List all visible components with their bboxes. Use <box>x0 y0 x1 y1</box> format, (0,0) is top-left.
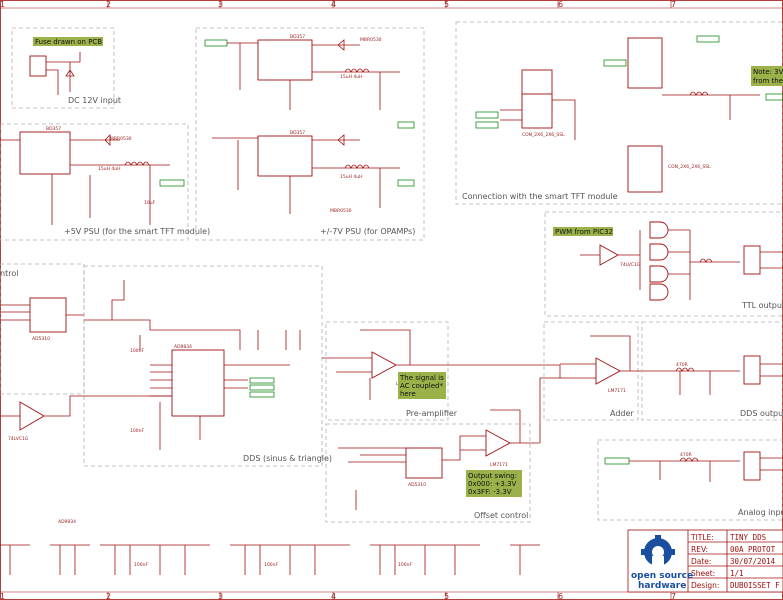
ruler-bottom-col-7: 7 <box>671 592 676 600</box>
psu5-inductor-label: 15uH 4uH <box>98 166 121 172</box>
ruler-top: 1 2 3 4 5 6 7 <box>0 0 676 9</box>
tft-connector1-label: CON_2X6_2X6_SSL <box>522 132 565 138</box>
adder-op-label: LM7171 <box>608 388 626 394</box>
block-psu7: BD357 15uH 4uH MBR0530 BD357 15uH 4uH MB… <box>195 27 425 241</box>
ruler-col-1: 1 <box>0 0 5 9</box>
block-psu5: BD357 15uH 4uH MBR0530 10uF +5V PSU (for… <box>0 123 210 241</box>
decoupling-chip-label: AD9834 <box>58 519 76 525</box>
ruler-bottom: 1 2 3 4 5 6 7 <box>0 592 676 600</box>
block-control: ntrol AD5310 <box>0 263 85 395</box>
psu5-diode-label: MBR0530 <box>110 136 132 142</box>
block-dds-out: 470R DDS output <box>641 321 783 421</box>
ruler-bottom-col-1: 1 <box>0 592 5 600</box>
note-3v-line1: Note: 3V <box>753 68 783 76</box>
offset-title: Offset control <box>474 511 528 520</box>
ruler-bottom-col-4: 4 <box>331 592 336 600</box>
control-title: ntrol <box>0 269 18 278</box>
tb-sheet-label: Sheet: <box>691 569 715 578</box>
tb-sheet: 1/1 <box>730 569 744 578</box>
fuse-note-bg <box>33 37 103 46</box>
psu7-inductor2-label: 15uH 4uH <box>340 174 363 180</box>
swing-note-line2: 0x000: +3.3V <box>468 480 517 488</box>
ruler-col-3: 3 <box>218 0 223 9</box>
psu7-diode2-label: MBR0530 <box>330 208 352 214</box>
ruler-col-7: 7 <box>671 0 676 9</box>
tft-connector2-label: CON_2X6_2X6_SSL <box>668 164 711 170</box>
dds-osc-label: 74LVC1G <box>8 436 29 442</box>
psu7-diode1-label: MBR0530 <box>360 37 382 43</box>
block-dc-input: Fuse drawn on PCB DC 12V input <box>11 27 121 109</box>
logo-line2: hardware <box>638 581 686 591</box>
psu5-title: +5V PSU (for the smart TFT module) <box>64 227 210 236</box>
ruler-bottom-col-2: 2 <box>106 592 111 600</box>
ruler-col-2: 2 <box>106 0 111 9</box>
swing-note-line1: Output swing: <box>468 472 517 480</box>
fuse-note: Fuse drawn on PCB <box>35 38 102 46</box>
dds-chip-label: AD9834 <box>174 344 192 350</box>
ruler-bottom-col-5: 5 <box>444 592 449 600</box>
psu7-reg2-label: BD357 <box>290 130 305 136</box>
note-3v-line2: from the <box>753 77 783 85</box>
pwm-note-bg <box>553 227 613 236</box>
oshw-logo-icon <box>641 535 675 566</box>
psu5-cap-label: 10uF <box>144 200 156 206</box>
psu7-reg1-label: BD357 <box>290 34 305 40</box>
block-analog-in: 470R Analog input <box>597 439 783 521</box>
offset-op-label: LM7171 <box>490 462 508 468</box>
tb-title-label: TITLE: <box>690 533 714 542</box>
swing-note-bg <box>466 470 522 497</box>
ac-note-line1: The signal is <box>399 374 444 382</box>
block-tft: CON_2X6_2X6_SSL CON_2X6_2X6_SSL Note: 3V… <box>455 21 783 205</box>
tb-rev: 00A PROTOT <box>730 545 776 554</box>
block-adder: LM7171 Adder <box>440 321 660 443</box>
tb-date: 30/07/2014 <box>730 557 776 566</box>
tb-rev-label: REV: <box>691 545 708 554</box>
block-preamp: LM7171 The signal is AC coupled* here Pr… <box>322 321 458 421</box>
decoupling-cap2-label: 100nF <box>264 562 278 568</box>
psu7-inductor1-label: 15uH 4uH <box>340 74 363 80</box>
block-dds: AD9834 100nF 100nF 74LVC1G DDS (sinus & … <box>0 265 332 467</box>
dds-out-title: DDS output <box>740 409 783 418</box>
swing-note-line3: 0x3FF: -3.3V <box>468 488 512 496</box>
psu5-reg-label: BD357 <box>46 126 61 132</box>
tb-date-label: Date: <box>691 557 711 566</box>
tb-design-label: Design: <box>691 581 719 590</box>
ruler-bottom-col-6: 6 <box>558 592 563 600</box>
ruler-bottom-col-3: 3 <box>218 592 223 600</box>
tft-title: Connection with the smart TFT module <box>462 192 618 201</box>
block-offset: AD5310 LM7171 Output swing: 0x000: +3.3V… <box>325 409 540 523</box>
ttl-title: TTL output <box>741 301 783 310</box>
note-3v-bg <box>751 66 783 86</box>
ruler-col-4: 4 <box>331 0 336 9</box>
adder-title: Adder <box>610 409 634 418</box>
decoupling-row: AD9834 100nF 100nF 100nF <box>0 519 540 575</box>
pwm-note: PWM from PIC32 <box>555 228 613 236</box>
tb-title: TINY DDS <box>730 533 767 542</box>
logo-line1: open source <box>631 571 693 581</box>
dds-out-res-label: 470R <box>676 362 688 368</box>
ruler-col-6: 6 <box>558 0 563 9</box>
ac-note-line2: AC coupled* <box>400 382 443 390</box>
preamp-title: Pre-amplifier <box>406 409 458 418</box>
analog-in-title: Analog input <box>738 508 783 517</box>
dds-cap1-label: 100nF <box>130 348 144 354</box>
ac-note-line3: here <box>400 390 416 398</box>
psu7-title: +/-7V PSU (for OPAMPs) <box>320 227 415 236</box>
decoupling-cap3-label: 100nF <box>398 562 412 568</box>
dc-input-title: DC 12V input <box>68 96 121 105</box>
analog-in-res-label: 470R <box>680 452 692 458</box>
title-block: TITLE: TINY DDS REV: 00A PROTOT Date: 30… <box>627 529 783 593</box>
ruler-col-5: 5 <box>444 0 449 9</box>
control-dac-label: AD5310 <box>32 336 50 342</box>
dds-title: DDS (sinus & triangle) <box>243 454 332 463</box>
dds-cap2-label: 100nF <box>130 428 144 434</box>
ac-note-bg <box>398 372 446 399</box>
tb-design: DUBOISSET F <box>730 581 780 590</box>
offset-dac-label: AD5310 <box>408 482 426 488</box>
ttl-buffer-label: 74LVC1G <box>620 262 641 268</box>
block-ttl: PWM from PIC32 74LVC1G TTL output <box>544 211 783 317</box>
decoupling-cap1-label: 100nF <box>134 562 148 568</box>
